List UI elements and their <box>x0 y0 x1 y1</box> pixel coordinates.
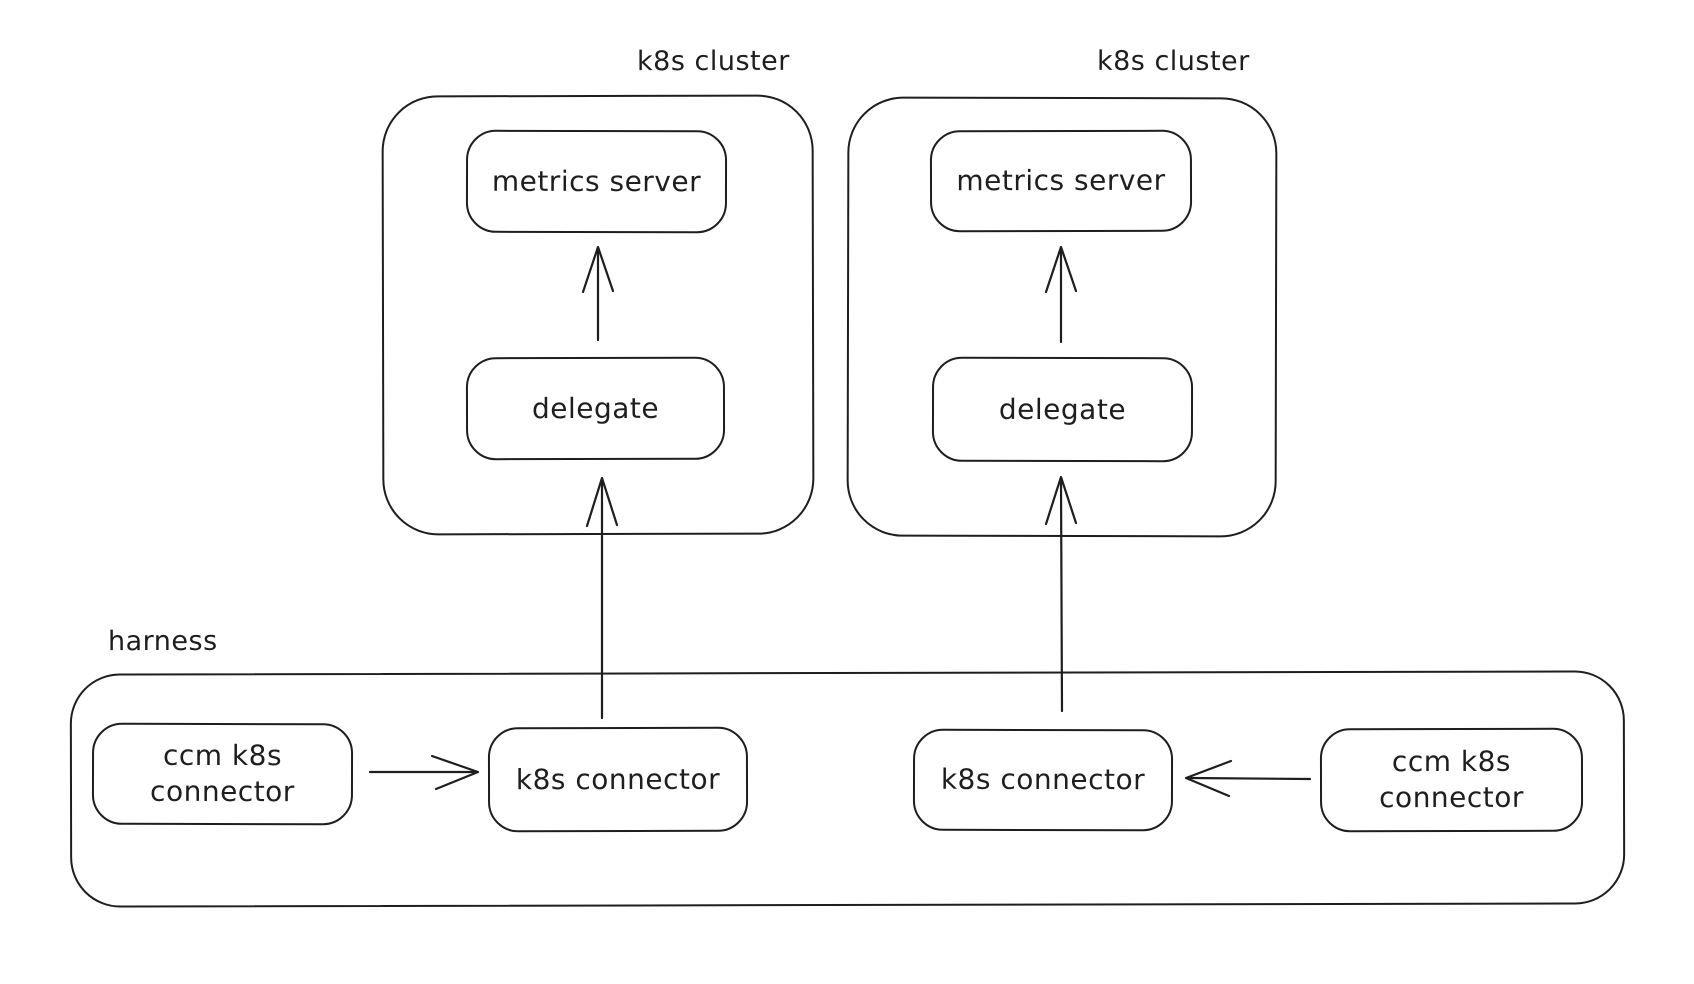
ccm-k8s-connector-right-label: ccm k8s connector <box>1379 745 1524 815</box>
delegate-1-label: delegate <box>531 391 660 425</box>
k8s-connector-right-node: k8s connector <box>912 728 1174 832</box>
k8s-connector-left-label: k8s connector <box>515 762 721 796</box>
ccm-k8s-connector-left-node: ccm k8s connector <box>91 722 354 826</box>
k8s-connector-right-label: k8s connector <box>940 762 1146 797</box>
cluster-1-title: k8s cluster <box>637 45 791 78</box>
ccm-k8s-connector-left-label: ccm k8s connector <box>150 739 295 809</box>
delegate-2-node: delegate <box>931 356 1194 463</box>
delegate-1-node: delegate <box>465 356 726 461</box>
metrics-server-2-label: metrics server <box>956 163 1166 198</box>
k8s-connector-left-node: k8s connector <box>487 726 749 833</box>
delegate-2-label: delegate <box>998 392 1127 426</box>
metrics-server-2-node: metrics server <box>929 129 1193 233</box>
metrics-server-1-node: metrics server <box>465 129 728 234</box>
harness-title: harness <box>107 625 218 658</box>
cluster-2-title: k8s cluster <box>1097 45 1251 78</box>
ccm-k8s-connector-right-node: ccm k8s connector <box>1319 727 1584 833</box>
metrics-server-1-label: metrics server <box>491 164 702 198</box>
